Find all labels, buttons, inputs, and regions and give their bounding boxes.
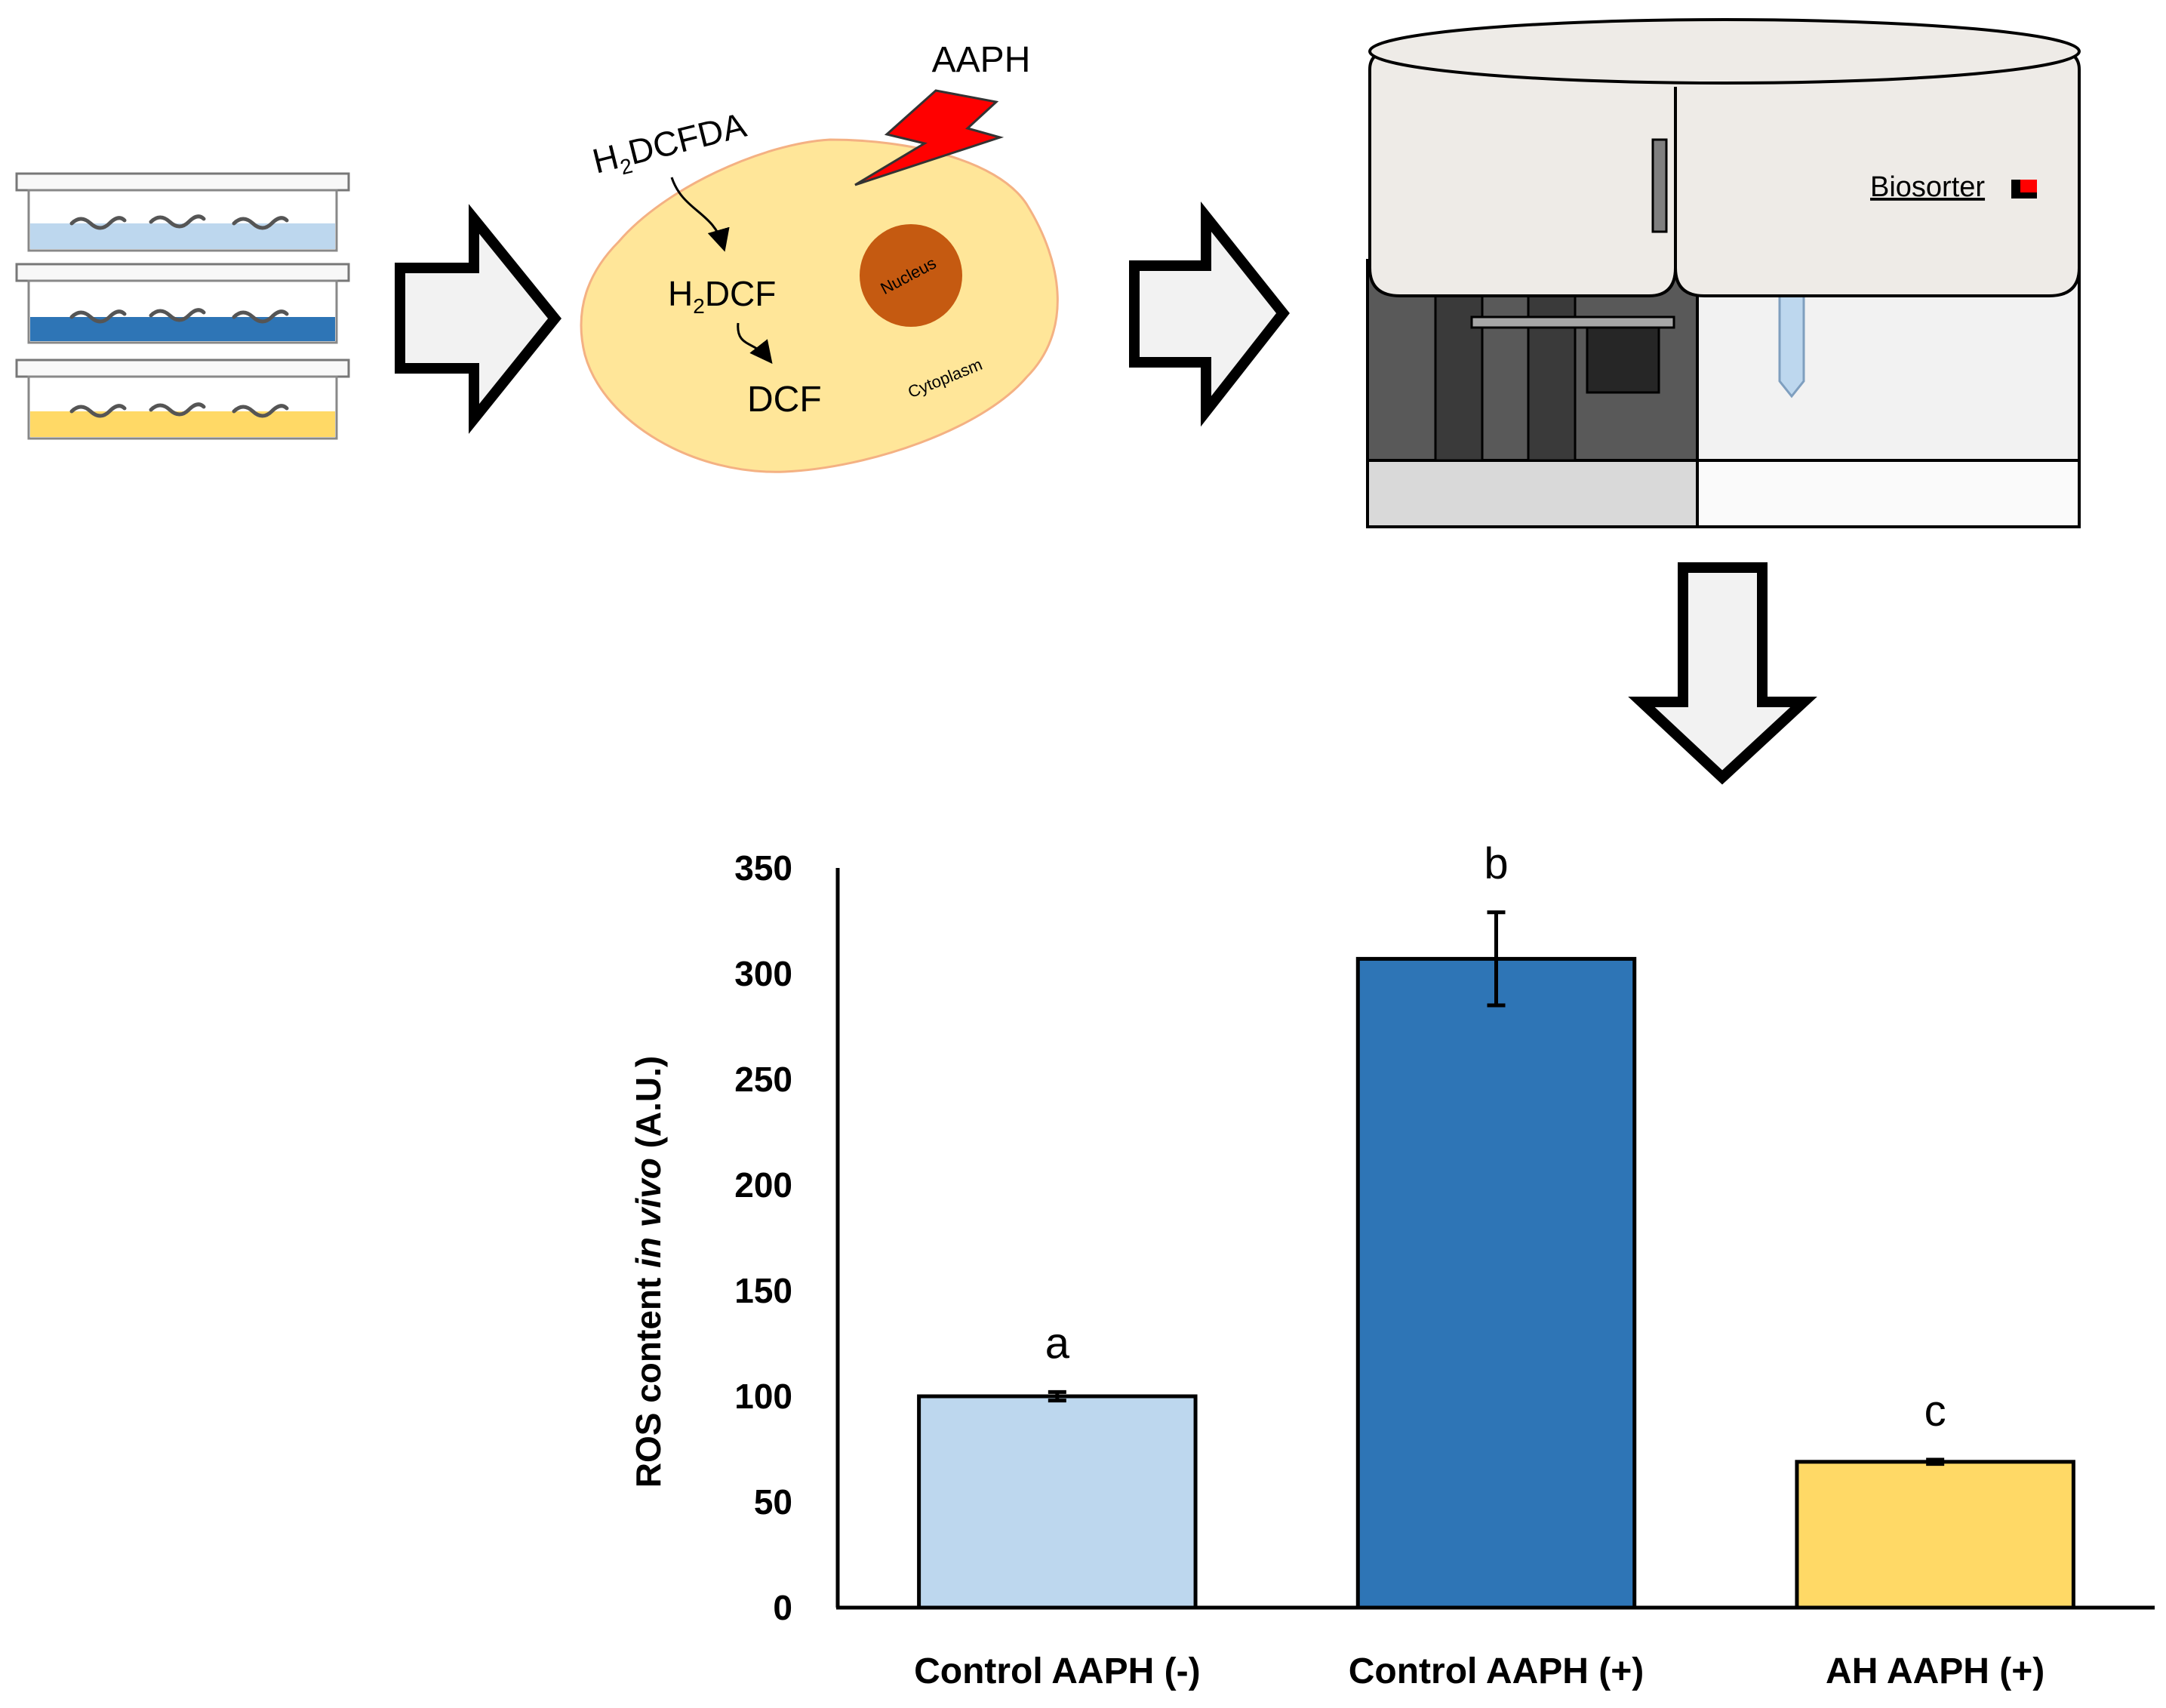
significance-letter: c	[1924, 1386, 1946, 1436]
y-tick-label: 150	[734, 1271, 792, 1310]
worm-plate-icon	[15, 172, 350, 440]
stressor-label: AAPH	[932, 40, 1031, 80]
nucleus	[860, 224, 962, 327]
significance-letter: a	[1045, 1319, 1070, 1368]
x-tick-label: Control AAPH (+)	[1349, 1651, 1644, 1691]
bar	[1355, 956, 1637, 1610]
x-tick-labels: Control AAPH (-) Control AAPH (+) AH AAPH …	[914, 1651, 2044, 1691]
bars	[917, 956, 2075, 1610]
x-tick-label: Control AAPH (-)	[914, 1651, 1200, 1691]
process-arrow-icon	[1129, 201, 1290, 427]
bar	[917, 1394, 1198, 1610]
biosorter-machine-icon: Biosorter	[1366, 18, 2081, 528]
biosorter-label: Biosorter	[1870, 171, 1985, 203]
x-tick-label: AH AAPH (+)	[1826, 1651, 2044, 1691]
y-tick-label: 350	[734, 848, 792, 888]
y-tick-label: 250	[734, 1060, 792, 1099]
error-bars	[1048, 910, 1945, 1466]
significance-letter: b	[1484, 839, 1508, 888]
y-tick-label: 100	[734, 1377, 792, 1416]
y-tick-label: 200	[734, 1165, 792, 1205]
error-bar	[1487, 910, 1506, 1008]
y-tick-labels: 0 50 100 150 200 250 300 350	[734, 848, 792, 1627]
cell-diagram: Nucleus Cytoplasm H2DCFDA H2DCF DCF AAPH	[580, 40, 1059, 473]
error-bar	[1048, 1389, 1066, 1403]
intermediate-label: H2DCF	[668, 274, 776, 318]
bar-chart: 0 50 100 150 200 250 300 350 ROS content in viv…	[629, 839, 2155, 1691]
y-tick-label: 50	[754, 1482, 792, 1522]
process-arrow-icon	[1628, 562, 1817, 785]
cell-body	[580, 138, 1059, 473]
y-tick-label: 300	[734, 954, 792, 993]
y-tick-label: 0	[773, 1588, 792, 1627]
bar	[1795, 1460, 2075, 1610]
error-bar	[1926, 1457, 1945, 1466]
product-label: DCF	[747, 380, 822, 420]
process-arrow-icon	[395, 204, 561, 434]
lightning-bolt-icon	[854, 89, 1005, 186]
y-axis-label: ROS content in vivo (A.U.)	[629, 1056, 668, 1488]
significance-letters: a b c	[1045, 839, 1946, 1436]
